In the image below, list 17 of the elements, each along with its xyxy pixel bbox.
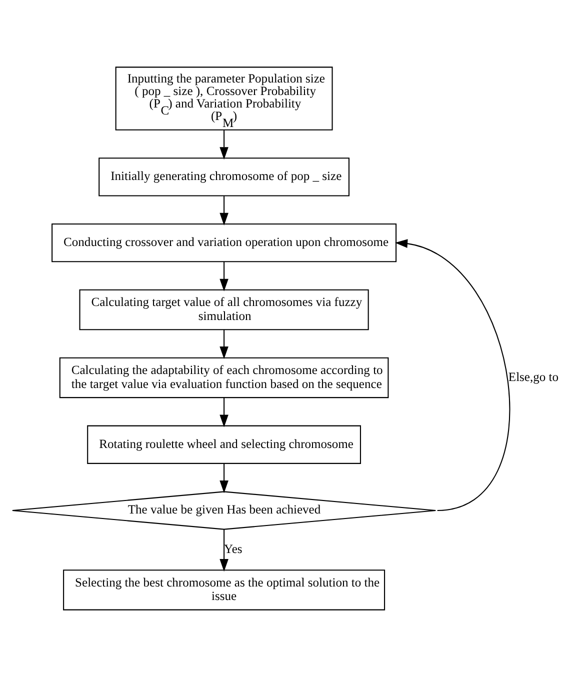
node-box: Calculating the adaptability of each chromosome according to the target value via evaluation function based on the sequence [59, 357, 389, 398]
node-box: Initially generating chromosome of pop _ size [98, 158, 350, 196]
arrow [220, 330, 228, 359]
node-box: Rotating roulette wheel and selecting chromosome [87, 425, 361, 464]
arrow [220, 398, 228, 428]
node-diamond: The value be given Has been achieved [12, 491, 436, 530]
node-box: Conducting crossover and variation operation upon chromosome [52, 224, 397, 262]
arrow [220, 262, 228, 292]
arrow [220, 130, 228, 160]
node-box: Selecting the best chromosome as the optimal solution to the issue [63, 570, 386, 610]
edge-label: Yes [224, 542, 242, 556]
arrow [220, 464, 228, 494]
arrow [220, 529, 228, 572]
arrow [394, 239, 510, 511]
arrow [220, 196, 228, 226]
node-box: Calculating target value of all chromosomes via fuzzy simulation [79, 289, 369, 330]
edge-label: Else,go to [508, 370, 559, 384]
